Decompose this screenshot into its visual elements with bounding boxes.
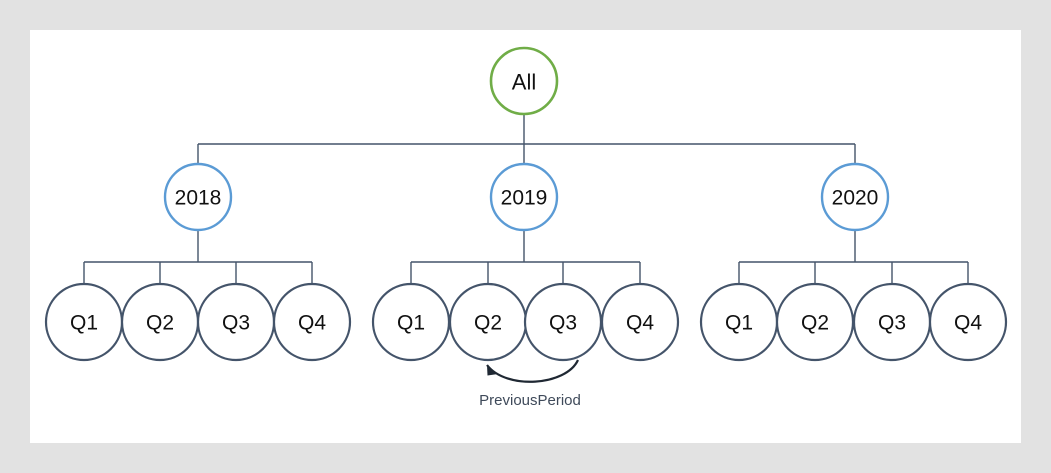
node-quarter-2018-Q4[interactable]: Q4 [272,282,352,362]
node-quarter-2019-Q4-circle[interactable] [600,282,680,362]
node-quarter-2018-Q2[interactable]: Q2 [120,282,200,362]
node-year-2019-circle[interactable] [489,162,559,232]
node-year-2020-circle[interactable] [820,162,890,232]
node-quarter-2019-Q2[interactable]: Q2 [448,282,528,362]
previous-period-arrowhead [487,365,498,376]
node-quarter-2020-Q4[interactable]: Q4 [928,282,1008,362]
node-year-2018[interactable]: 2018 [163,162,233,232]
previous-period-label: PreviousPeriod [479,392,581,409]
node-quarter-2020-Q2[interactable]: Q2 [775,282,855,362]
node-year-2019[interactable]: 2019 [489,162,559,232]
node-year-2020[interactable]: 2020 [820,162,890,232]
node-quarter-2018-Q2-label: Q2 [146,312,174,335]
node-year-2018-circle[interactable] [163,162,233,232]
node-quarter-2020-Q3[interactable]: Q3 [852,282,932,362]
node-quarter-2019-Q3-label: Q3 [549,312,577,335]
connector-layer [83,114,969,284]
node-quarter-2020-Q4-label: Q4 [954,312,982,335]
node-quarter-2019-Q3[interactable]: Q3 [523,282,603,362]
node-year-2020-label: 2020 [832,187,879,210]
node-quarter-2019-Q4-label: Q4 [626,312,654,335]
node-quarter-2018-Q4-label: Q4 [298,312,326,335]
node-quarter-2018-Q4-circle[interactable] [272,282,352,362]
node-quarter-2020-Q3-label: Q3 [878,312,906,335]
node-quarter-2019-Q1-label: Q1 [397,312,425,335]
node-all-circle[interactable] [489,46,559,116]
previous-period-arrow [486,359,579,383]
node-quarter-2018-Q3[interactable]: Q3 [196,282,276,362]
node-quarter-2018-Q1-label: Q1 [70,312,98,335]
node-quarter-2018-Q1[interactable]: Q1 [44,282,124,362]
node-quarter-2020-Q1[interactable]: Q1 [699,282,779,362]
node-quarter-2019-Q1[interactable]: Q1 [371,282,451,362]
node-quarter-2020-Q1-label: Q1 [725,312,753,335]
node-year-2018-label: 2018 [175,187,222,210]
annotation-layer: PreviousPeriod [479,359,581,409]
node-quarter-2019-Q2-label: Q2 [474,312,502,335]
node-all[interactable]: All [489,46,559,116]
node-year-2019-label: 2019 [501,187,548,210]
node-quarter-2018-Q3-label: Q3 [222,312,250,335]
node-quarter-2020-Q2-label: Q2 [801,312,829,335]
node-all-label: All [512,70,536,95]
node-quarter-2020-Q4-circle[interactable] [928,282,1008,362]
node-quarter-2019-Q4[interactable]: Q4 [600,282,680,362]
